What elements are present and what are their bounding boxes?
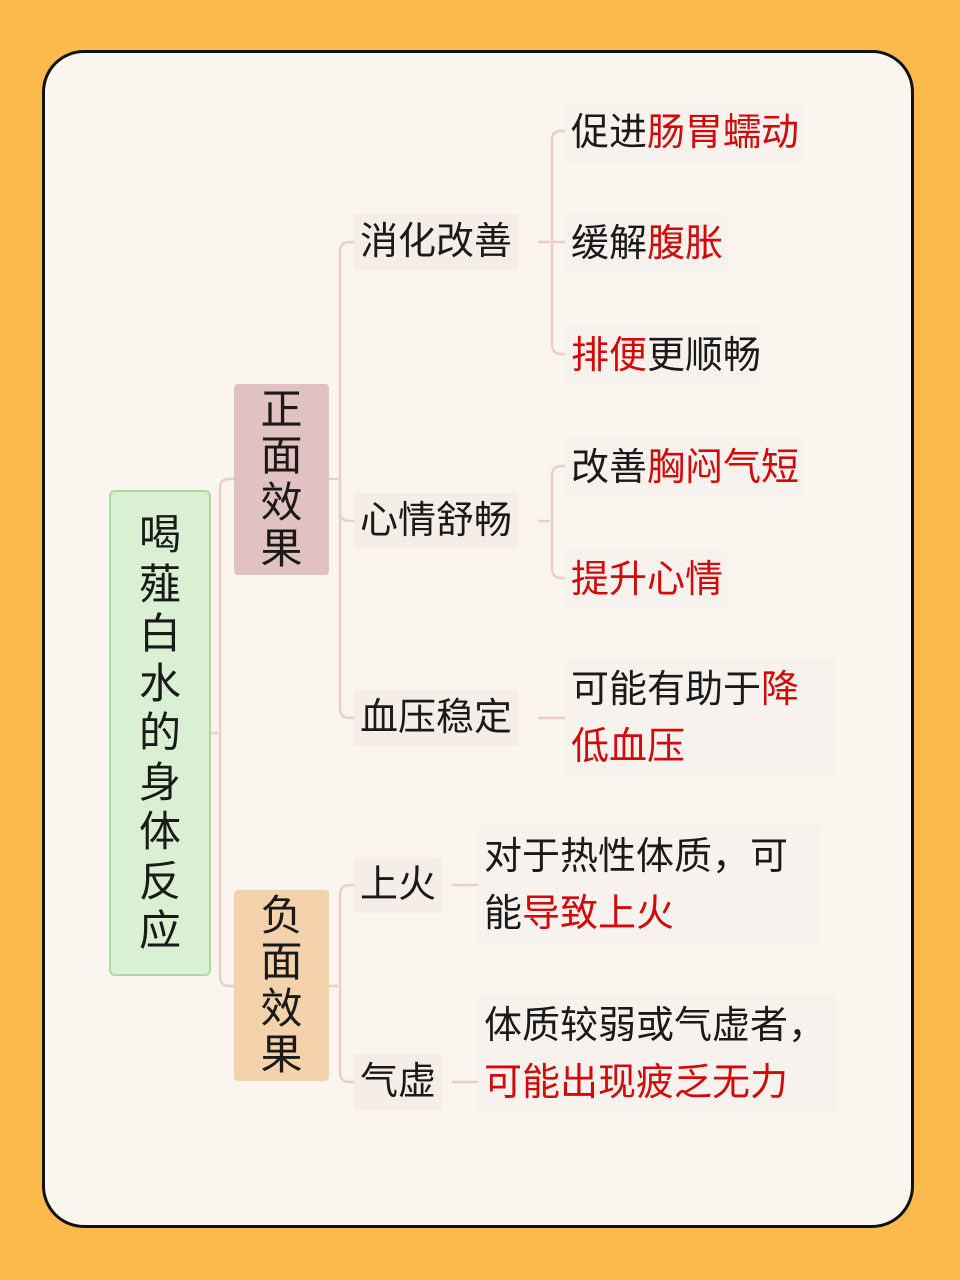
positive-effects-label: 正面效果	[260, 385, 303, 573]
leaf-text: 改善	[571, 445, 648, 489]
leaf-cause-internal-heat: 对于热性体质，可能导致上火	[478, 826, 822, 944]
root-node: 喝薤白水的身体反应	[109, 490, 211, 976]
root-label: 喝薤白水的身体反应	[138, 510, 181, 956]
leaf-text: 对于热性体质，可能	[484, 834, 789, 935]
leaf-highlight: 可能出现疲乏无力	[484, 1060, 789, 1104]
negative-effects-node: 负面效果	[234, 890, 329, 1081]
leaf-highlight: 排便	[571, 333, 648, 377]
leaf-text: 更顺畅	[647, 333, 762, 377]
leaf-text: 缓解	[571, 221, 648, 265]
internal-heat-node: 上火	[354, 857, 443, 913]
leaf-smoother-bowel: 排便更顺畅	[565, 325, 768, 386]
leaf-improve-mood: 提升心情	[565, 549, 730, 610]
leaf-fatigue: 体质较弱或气虚者， 可能出现疲乏无力	[478, 995, 836, 1113]
leaf-highlight: 胸闷气短	[647, 445, 800, 489]
positive-effects-node: 正面效果	[234, 384, 329, 575]
leaf-highlight: 导致上火	[522, 891, 675, 935]
qi-deficiency-node: 气虚	[354, 1054, 443, 1110]
leaf-highlight: 降低血压	[571, 667, 800, 768]
leaf-highlight: 腹胀	[647, 221, 724, 265]
leaf-chest-tightness: 改善胸闷气短	[565, 437, 806, 498]
digestion-node: 消化改善	[354, 214, 519, 270]
leaf-text: 促进	[571, 110, 648, 154]
negative-effects-label: 负面效果	[260, 891, 303, 1079]
leaf-highlight: 提升心情	[571, 557, 724, 601]
leaf-relieve-bloating: 缓解腹胀	[565, 213, 730, 274]
leaf-lower-blood-pressure: 可能有助于降低血压	[565, 659, 837, 777]
leaf-text: 体质较弱或气虚者，	[484, 1003, 827, 1047]
leaf-text: 可能有助于	[571, 667, 762, 711]
leaf-highlight: 肠胃蠕动	[647, 110, 800, 154]
blood-pressure-node: 血压稳定	[354, 690, 519, 746]
mood-node: 心情舒畅	[354, 493, 519, 549]
leaf-intestinal-motility: 促进肠胃蠕动	[565, 102, 806, 163]
